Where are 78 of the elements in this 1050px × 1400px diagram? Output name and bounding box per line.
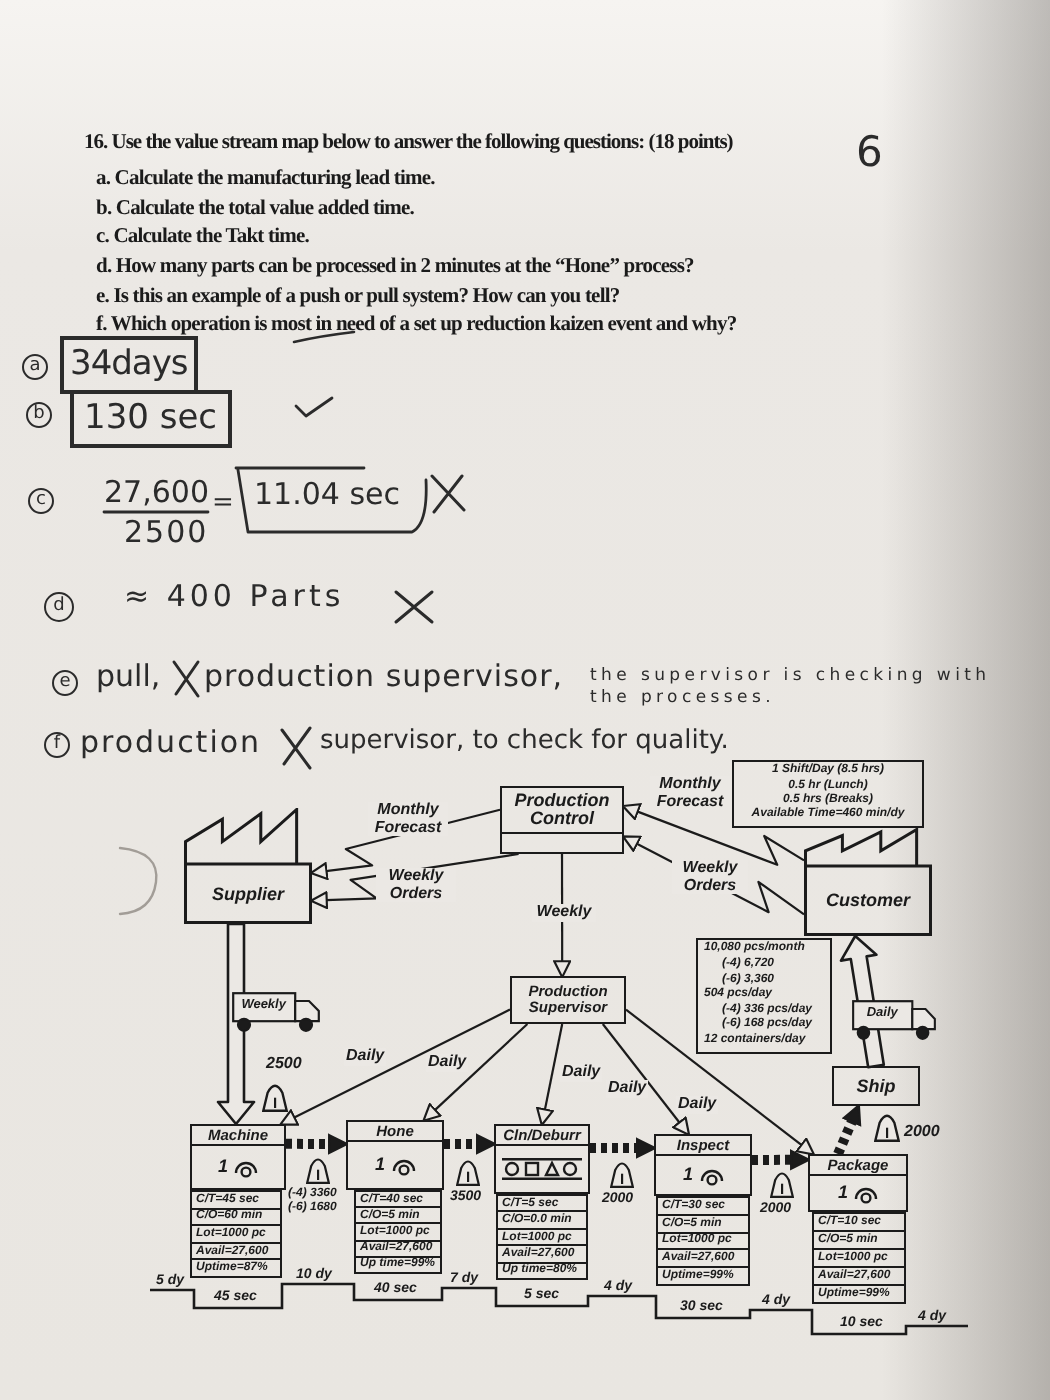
question-text: a. Calculate the manufacturing lead time.	[96, 170, 435, 191]
handwritten-answer: =	[212, 490, 234, 516]
process-data-box	[496, 1194, 588, 1280]
handwritten-answer: 27,600	[104, 478, 209, 508]
circled-letter: a	[22, 354, 48, 380]
push-arrow	[590, 1138, 656, 1158]
inventory-count: 2000	[904, 1124, 940, 1140]
arrow	[536, 1023, 564, 1127]
handwritten-answer: pull,	[96, 662, 161, 692]
box-label: Production Control	[512, 788, 612, 832]
question-text: f. Which operation is most in need of a set up reduction kaizen event and why?	[96, 316, 737, 337]
process-data-box	[656, 1196, 750, 1286]
factory-label: Supplier	[211, 885, 284, 903]
process-data-box	[354, 1190, 442, 1274]
question-text: c. Calculate the Takt time.	[96, 228, 309, 249]
handwritten-answer: ≈ 400 Parts	[124, 582, 345, 612]
handwritten-answer: 11.04 sec	[254, 480, 401, 510]
boxed-answer: 130 sec	[70, 390, 232, 448]
arrow	[279, 1008, 511, 1126]
process-data-box	[190, 1190, 282, 1278]
delivery-truck	[852, 1000, 936, 1040]
boxed-answer: 34days	[60, 336, 198, 394]
edge-label: Weekly	[532, 904, 596, 921]
supervisor-box	[510, 976, 626, 1024]
arrow	[601, 1023, 691, 1136]
operator-count: 1	[837, 1184, 848, 1202]
operator-count: 1	[682, 1166, 693, 1184]
question-title: 16. Use the value stream map below to answer the following questions: (18 points)	[84, 134, 733, 155]
inventory-triangle	[770, 1170, 794, 1198]
handwritten-answer: supervisor, to check for quality.	[320, 728, 729, 754]
edge-label: Daily	[344, 1048, 387, 1065]
handwritten-answer: 2500	[124, 518, 209, 548]
handwritten-answer: production supervisor,	[204, 662, 564, 692]
process-box	[346, 1120, 444, 1190]
process-data-box	[812, 1212, 906, 1304]
edge-label: Daily	[560, 1064, 603, 1081]
handwritten-answer: production	[80, 728, 262, 758]
push-arrow	[752, 1149, 810, 1170]
inventory-triangle	[306, 1156, 330, 1184]
push-arrow	[286, 1134, 348, 1154]
process-box	[808, 1154, 908, 1212]
edge-label: Daily	[676, 1096, 719, 1113]
question-text: d. How many parts can be processed in 2 minutes at the “Hone” process?	[96, 258, 694, 279]
shift-info-box	[732, 760, 924, 828]
process-box	[654, 1134, 752, 1196]
handwritten-answer: the supervisor is checking with the processes.	[590, 666, 993, 710]
inventory-triangle	[610, 1160, 634, 1188]
factory-label: Customer	[825, 892, 910, 910]
edge-label: Daily	[426, 1054, 469, 1071]
operator-count: 1	[217, 1158, 228, 1176]
process-box	[494, 1124, 590, 1194]
operator-count: 1	[374, 1156, 385, 1174]
handwritten-score: 6	[856, 132, 883, 174]
factory-building	[804, 828, 932, 936]
inventory-triangle	[874, 1112, 900, 1142]
edge-label: Daily	[606, 1080, 649, 1097]
factory-building	[184, 808, 312, 924]
question-text: e. Is this an example of a push or pull system? How can you tell?	[96, 288, 620, 309]
arrow	[422, 1023, 529, 1122]
box-label: Ship	[856, 1076, 896, 1096]
inventory-triangle	[262, 1082, 288, 1112]
process-box	[190, 1124, 286, 1190]
circled-letter: e	[52, 670, 78, 696]
question-text: b. Calculate the total value added time.	[96, 200, 414, 221]
circled-letter: b	[26, 402, 52, 428]
demand-box	[696, 938, 832, 1054]
inventory-count: 2500	[266, 1056, 302, 1072]
ship-box	[832, 1066, 920, 1106]
delivery-truck	[232, 992, 320, 1032]
circled-letter: f	[44, 732, 70, 758]
arrow	[625, 1008, 816, 1156]
lightning-arrow	[621, 803, 805, 866]
push-arrow	[833, 1104, 862, 1156]
circled-letter: c	[28, 488, 54, 514]
circled-letter: d	[44, 592, 74, 622]
production-control-box	[500, 786, 624, 854]
inventory-triangle	[456, 1158, 480, 1186]
push-arrow	[444, 1134, 496, 1154]
